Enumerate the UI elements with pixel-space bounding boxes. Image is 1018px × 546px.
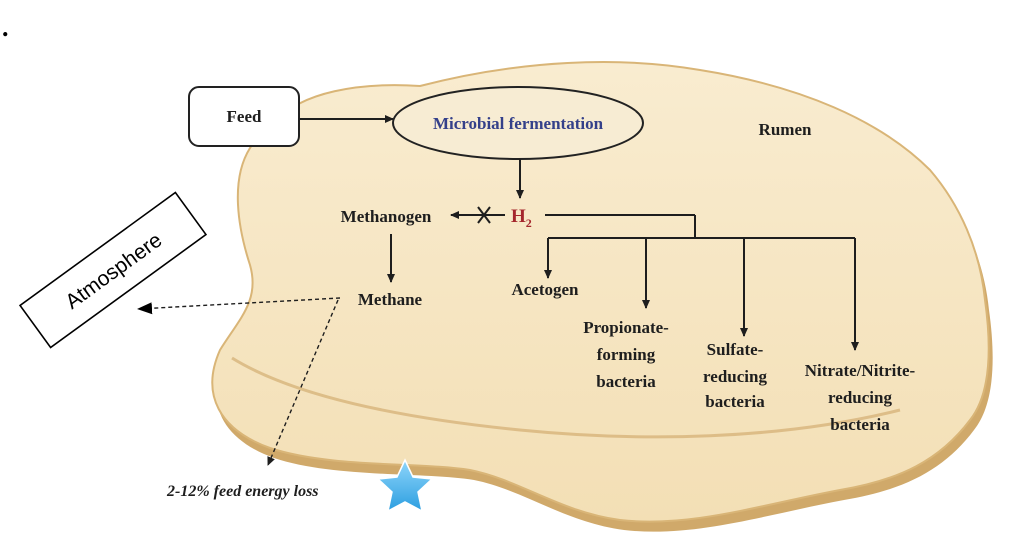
sulfate-label-line2: reducing — [703, 367, 767, 386]
energy-loss-label: 2-12% feed energy loss — [166, 483, 319, 500]
nitrate-label-line3: bacteria — [830, 415, 890, 434]
rumen-label: Rumen — [759, 120, 812, 139]
propionate-label-line3: bacteria — [596, 372, 656, 391]
sulfate-label-line1: Sulfate- — [707, 340, 764, 359]
sulfate-label-line3: bacteria — [705, 392, 765, 411]
feed-label: Feed — [227, 107, 262, 126]
nitrate-label-line2: reducing — [828, 388, 892, 407]
bullet-marker: . — [2, 13, 9, 42]
propionate-label-line2: forming — [597, 345, 656, 364]
atmosphere-box: Atmosphere — [20, 193, 206, 348]
propionate-label-line1: Propionate- — [583, 318, 669, 337]
methane-label: Methane — [358, 290, 423, 309]
acetogen-label: Acetogen — [511, 280, 579, 299]
fermentation-label: Microbial fermentation — [433, 114, 604, 133]
nitrate-label-line1: Nitrate/Nitrite- — [805, 361, 916, 380]
methanogen-label: Methanogen — [341, 207, 432, 226]
